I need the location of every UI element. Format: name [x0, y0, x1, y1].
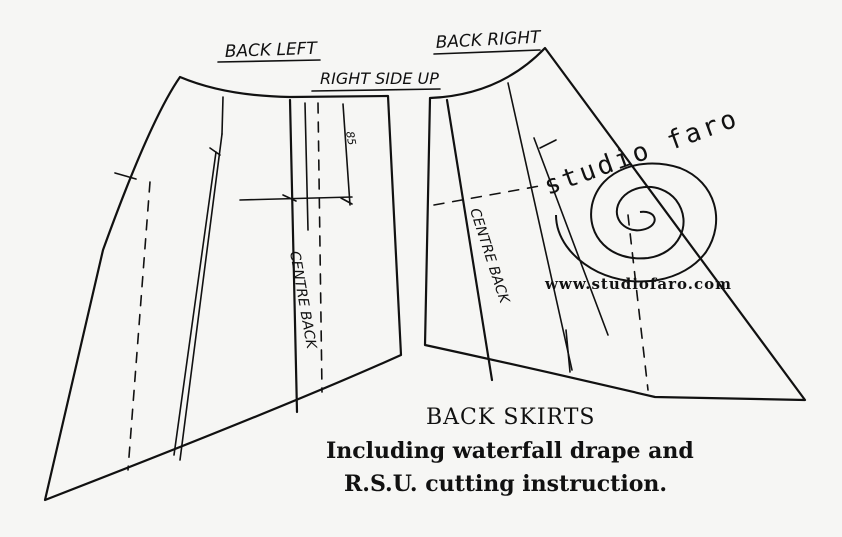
website-url: www.studiofaro.com	[544, 275, 732, 293]
centre-back-left-label: CENTRE BACK	[286, 250, 319, 352]
back-right-piece	[423, 46, 807, 402]
back-left-piece	[43, 75, 403, 502]
caption-line1: Including waterfall drape and	[326, 438, 694, 464]
small-mark-label: 85	[343, 130, 358, 146]
studio-faro-logo: studio faro www.studiofaro.com	[540, 103, 743, 293]
back-right-label: BACK RIGHT	[435, 27, 542, 53]
back-left-label: BACK LEFT	[224, 39, 318, 62]
caption-title: BACK SKIRTS	[426, 405, 595, 430]
right-side-up-label: RIGHT SIDE UP	[320, 69, 439, 88]
back-right-outline	[423, 46, 807, 402]
spiral-icon	[555, 162, 718, 283]
centre-back-line-left	[288, 98, 299, 414]
caption-line2: R.S.U. cutting instruction.	[344, 471, 667, 497]
back-left-outline	[43, 75, 403, 502]
centre-back-line-right	[445, 98, 494, 382]
